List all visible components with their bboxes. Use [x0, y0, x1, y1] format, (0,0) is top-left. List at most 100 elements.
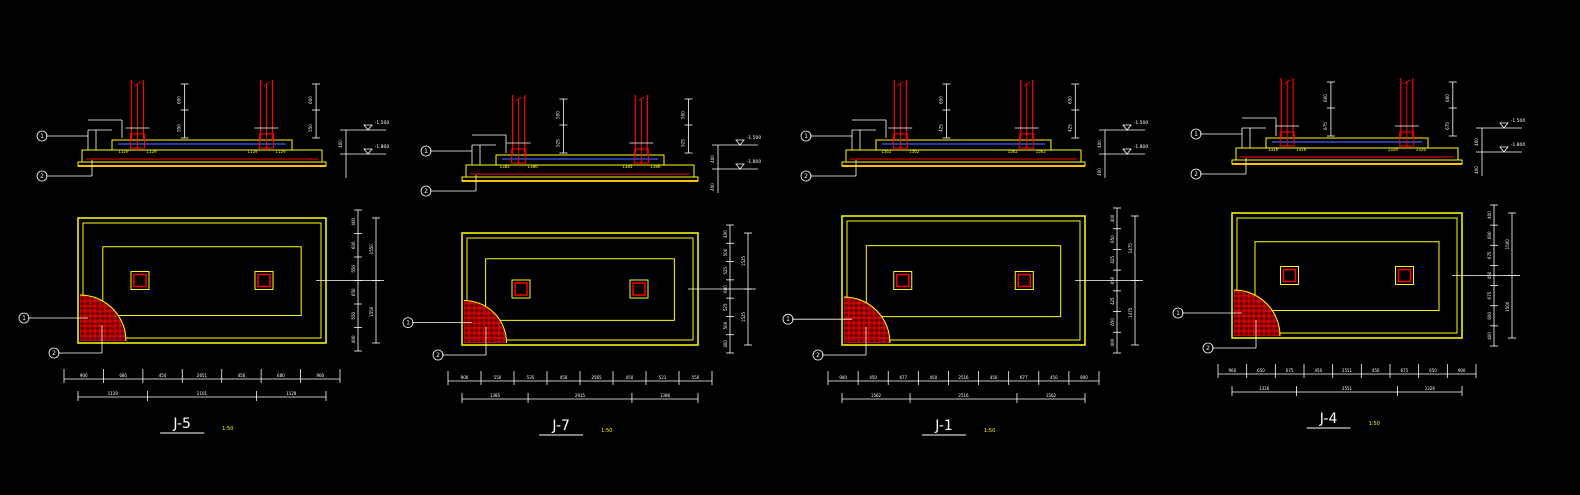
dim-text: 1326 — [1259, 386, 1270, 391]
plan-callout-1-label: 1 — [22, 315, 26, 322]
dim-text: 450 — [238, 373, 246, 378]
callout-2-circle — [36, 170, 48, 182]
dim-text: 600 — [308, 96, 313, 104]
plan-callout-2-label: 2 — [436, 352, 440, 359]
callout-2-circle — [1190, 168, 1202, 180]
dim-text: 550 — [692, 375, 700, 380]
column-plan-outer — [1014, 271, 1034, 290]
level-top-marker — [363, 124, 373, 131]
dim-text: 675 — [1445, 122, 1450, 130]
dim-text: 525 — [555, 139, 560, 147]
column-break — [134, 81, 141, 87]
footing-step-outline — [485, 258, 675, 321]
dim-text: 675 — [1401, 368, 1409, 373]
level-bottom-text: -1.800 — [375, 144, 390, 150]
section-dim: 1129 — [247, 149, 258, 154]
dim-text: 680 — [277, 373, 285, 378]
dim-text: 400 — [710, 183, 715, 191]
column-plan-inner — [514, 282, 528, 296]
plan-callout-1-label: 1 — [406, 320, 410, 327]
rebar-arc — [79, 294, 127, 342]
dim-text: 400 — [1487, 211, 1492, 219]
column-plan-outer — [511, 279, 531, 299]
plan-callout-2-label: 2 — [1206, 345, 1210, 352]
level-bottom-marker — [363, 148, 373, 155]
callout-1-label: 1 — [1194, 131, 1198, 138]
drawing-title: J-1 — [934, 418, 953, 434]
level-top-marker — [735, 139, 745, 146]
footing-step-outline — [865, 245, 1062, 318]
dim-text: 450 — [990, 375, 998, 380]
level-bottom-marker — [1499, 146, 1509, 153]
dim-text: 600 — [351, 241, 356, 249]
plan-callout-2-circle — [432, 349, 444, 361]
column-plan-outer — [130, 271, 150, 290]
dim-text: 500 — [723, 248, 728, 256]
dim-text: 425 — [1110, 256, 1115, 264]
dim-text: 600 — [177, 96, 182, 104]
dim-text: 650 — [1067, 96, 1072, 104]
dim-text: 500 — [555, 111, 560, 119]
dim-text: 2551 — [1342, 386, 1353, 391]
dim-text: 450 — [560, 375, 568, 380]
dim-text: 525 — [681, 139, 686, 147]
dim-text: 1500 — [1505, 301, 1510, 312]
plan-callout-2-circle — [48, 347, 60, 359]
dim-text: 680 — [119, 373, 127, 378]
callout-2-label: 2 — [804, 173, 808, 180]
level-bottom-marker — [1122, 148, 1132, 155]
dim-text: 900 — [839, 375, 847, 380]
column-break — [1023, 81, 1030, 87]
level-top-text: -1.500 — [1134, 120, 1149, 126]
column-plan-outer — [893, 271, 913, 290]
dim-text: 2516 — [958, 393, 969, 398]
column-plan-outer — [254, 271, 274, 290]
column-plan-inner — [133, 273, 147, 288]
plan-callout-1-circle — [782, 313, 794, 325]
rebar-fill — [464, 300, 507, 343]
dim-text: 400 — [710, 155, 715, 163]
dim-text: 400 — [1110, 338, 1115, 346]
level-top-marker — [1499, 122, 1509, 129]
dim-text: 900 — [461, 375, 469, 380]
dim-text: 650 — [938, 96, 943, 104]
dim-text: 425 — [938, 124, 943, 132]
plan-callout-2-label: 2 — [52, 350, 56, 357]
dim-text: 2651 — [197, 373, 208, 378]
dim-text: 650 — [1257, 368, 1265, 373]
dim-text: 650 — [1110, 235, 1115, 243]
dim-text: 1385 — [490, 393, 501, 398]
column-base — [1019, 133, 1035, 149]
callout-2-circle — [800, 170, 812, 182]
level-top-marker — [1122, 124, 1132, 131]
dim-text: 650 — [1110, 318, 1115, 326]
dim-text: 450 — [159, 373, 167, 378]
column-break — [515, 96, 522, 102]
level-bottom-marker — [735, 163, 745, 170]
column-base — [892, 133, 908, 149]
plan-callout-1-label: 1 — [1176, 310, 1180, 317]
dim-text: 1550 — [369, 244, 374, 255]
dim-text: 400 — [723, 340, 728, 348]
dim-text: 600 — [723, 285, 728, 293]
column-break — [638, 96, 645, 102]
dim-text: 400 — [1110, 214, 1115, 222]
column-plan-inner — [1282, 268, 1297, 283]
section-dim: 1562 — [909, 149, 920, 154]
dim-text: 1129 — [108, 391, 119, 396]
dim-text: 900 — [316, 373, 324, 378]
dim-text: 2551 — [1342, 368, 1353, 373]
dim-text: 1326 — [1425, 386, 1436, 391]
dim-text: 2565 — [591, 375, 602, 380]
footing-step — [111, 139, 293, 151]
callout-1-label: 1 — [804, 133, 808, 140]
dim-text: 450 — [930, 375, 938, 380]
dim-text: 400 — [1097, 168, 1102, 176]
dim-text: 650 — [1110, 276, 1115, 284]
drawing-title: J-5 — [172, 416, 191, 432]
column-break — [1403, 79, 1411, 85]
